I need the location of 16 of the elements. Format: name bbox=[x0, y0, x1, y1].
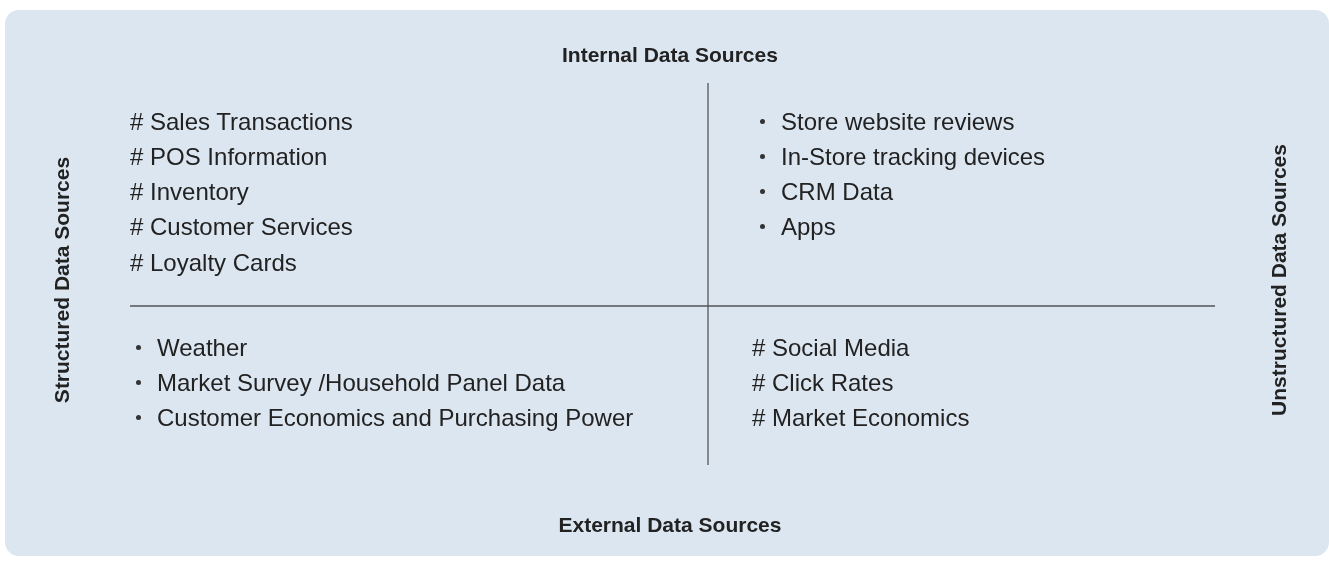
axis-heading: Internal Data Sources bbox=[562, 42, 778, 68]
list-item: Weather bbox=[157, 333, 249, 363]
list-item: # Social Media bbox=[752, 333, 910, 363]
list-item: # Market Economics bbox=[752, 403, 970, 433]
list-item: # Click Rates bbox=[752, 368, 894, 398]
list-item: # Loyalty Cards bbox=[130, 248, 297, 278]
list-item: # Inventory bbox=[130, 177, 249, 207]
vertical-axis-heading: Unstructured Data Sources bbox=[1265, 144, 1291, 416]
list-item: # Customer Services bbox=[130, 212, 353, 242]
list-item: Store website reviews bbox=[781, 107, 1016, 137]
list-item: # POS Information bbox=[130, 142, 328, 172]
list-item: Customer Economics and Purchasing Power bbox=[157, 403, 635, 433]
list-item: Market Survey /Household Panel Data bbox=[157, 368, 567, 398]
list-item: # Sales Transactions bbox=[130, 107, 353, 137]
vertical-axis-heading: Structured Data Sources bbox=[49, 156, 75, 404]
axis-heading: External Data Sources bbox=[558, 512, 782, 538]
